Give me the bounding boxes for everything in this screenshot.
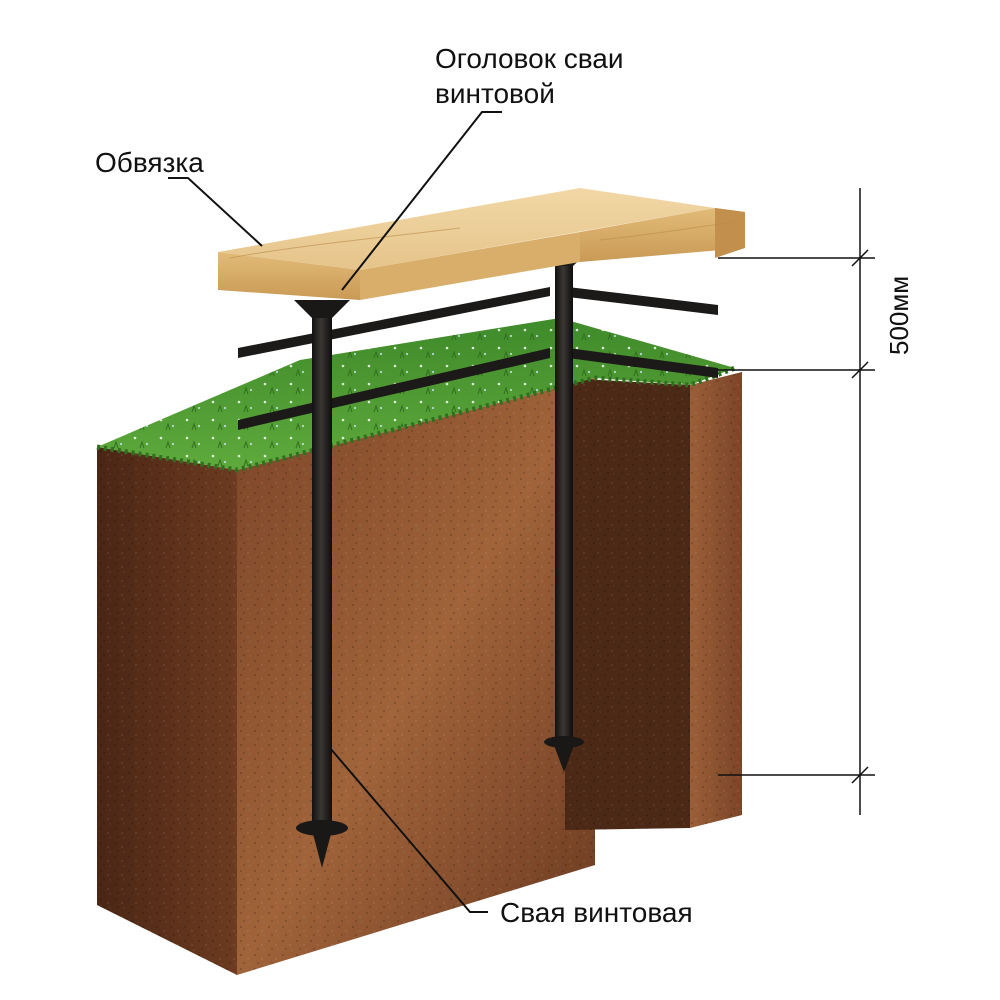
- leader-binding: [168, 177, 263, 247]
- pile-head-label-line1: Оголовок сваи: [435, 43, 624, 74]
- screw-pile-label: Свая винтовая: [500, 897, 693, 928]
- dimension-line: [718, 188, 875, 815]
- leader-pile-head: [341, 111, 502, 291]
- leader-lines: [168, 111, 502, 913]
- dimension-label: 500мм: [884, 276, 914, 355]
- binding-label: Обвязка: [95, 147, 204, 178]
- leader-screw-pile: [329, 747, 488, 913]
- pile-head-label-line2: винтовой: [435, 78, 555, 109]
- timber-beam-icon: [218, 188, 745, 300]
